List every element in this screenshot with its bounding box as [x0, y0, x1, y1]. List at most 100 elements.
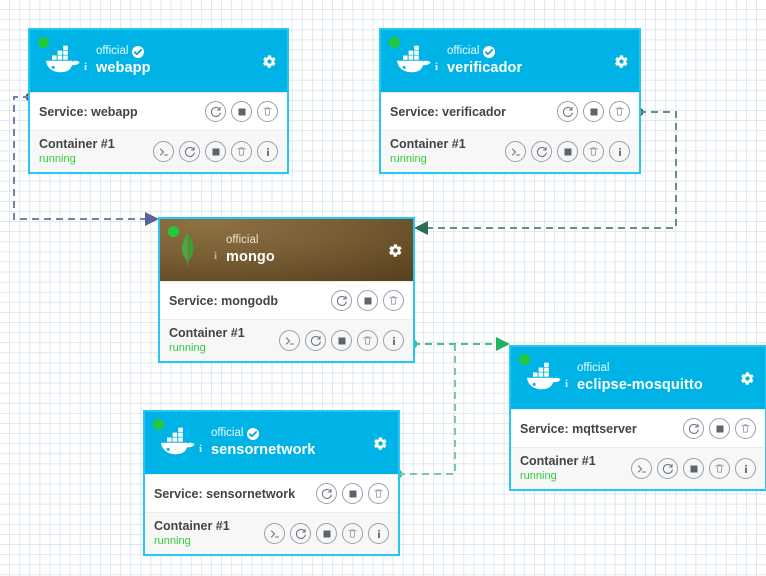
node-title: webapp [96, 59, 151, 76]
service-actions [331, 290, 404, 311]
docker-whale-icon: i [521, 361, 568, 395]
container-status: running [169, 341, 206, 354]
node-header-verificador: i official verificador [381, 30, 639, 92]
info-icon[interactable] [609, 141, 630, 162]
service-row: Service: verificador [381, 92, 639, 130]
restart-icon[interactable] [205, 101, 226, 122]
container-row: Container #1 running [30, 130, 287, 172]
stop-icon[interactable] [683, 458, 704, 479]
service-actions [683, 418, 756, 439]
restart-icon[interactable] [290, 523, 311, 544]
status-dot-icon [168, 226, 179, 237]
delete-icon[interactable] [583, 141, 604, 162]
gear-icon[interactable] [385, 240, 405, 260]
service-label: Service: mqttserver [520, 421, 637, 436]
service-actions [557, 101, 630, 122]
service-label: Service: mongodb [169, 293, 279, 308]
restart-icon[interactable] [331, 290, 352, 311]
info-icon[interactable] [735, 458, 756, 479]
delete-icon[interactable] [609, 101, 630, 122]
service-actions [316, 483, 389, 504]
restart-icon[interactable] [316, 483, 337, 504]
delete-icon[interactable] [735, 418, 756, 439]
node-eclipse-mosquitto[interactable]: i official eclipse-mosquitto Service: mq… [509, 345, 766, 491]
image-info-icon[interactable]: i [83, 61, 87, 73]
service-row: Service: mongodb [160, 281, 413, 319]
status-dot-icon [389, 37, 400, 48]
stop-icon[interactable] [331, 330, 352, 351]
stop-icon[interactable] [205, 141, 226, 162]
terminal-icon[interactable] [279, 330, 300, 351]
image-info-icon[interactable]: i [434, 61, 438, 73]
container-row: Container #1 running [511, 447, 765, 489]
node-title: verificador [447, 59, 523, 76]
stop-icon[interactable] [557, 141, 578, 162]
stop-icon[interactable] [342, 483, 363, 504]
restart-icon[interactable] [557, 101, 578, 122]
terminal-icon[interactable] [153, 141, 174, 162]
mongodb-leaf-icon: i [170, 233, 217, 267]
image-info-icon[interactable]: i [213, 250, 217, 262]
stop-icon[interactable] [316, 523, 337, 544]
container-actions [264, 523, 389, 544]
stop-icon[interactable] [709, 418, 730, 439]
stop-icon[interactable] [583, 101, 604, 122]
stop-icon[interactable] [357, 290, 378, 311]
service-label: Service: webapp [39, 104, 138, 119]
container-label: Container #1 [390, 137, 466, 152]
node-header-mongo: i official mongo [160, 219, 413, 281]
official-label: official [96, 45, 129, 58]
service-label: Service: verificador [390, 104, 507, 119]
info-icon[interactable] [368, 523, 389, 544]
node-title: sensornetwork [211, 441, 316, 458]
node-verificador[interactable]: i official verificador Service: ver [379, 28, 641, 174]
terminal-icon[interactable] [505, 141, 526, 162]
delete-icon[interactable] [342, 523, 363, 544]
gear-icon[interactable] [370, 433, 390, 453]
gear-icon[interactable] [737, 368, 757, 388]
node-webapp[interactable]: i official webapp Service: webapp [28, 28, 289, 174]
verified-badge-icon [247, 427, 260, 440]
info-icon[interactable] [383, 330, 404, 351]
restart-icon[interactable] [657, 458, 678, 479]
official-label: official [226, 234, 259, 247]
node-sensornetwork[interactable]: i official sensornetwork Service: s [143, 410, 400, 556]
gear-icon[interactable] [259, 51, 279, 71]
container-row: Container #1 running [381, 130, 639, 172]
restart-icon[interactable] [179, 141, 200, 162]
info-icon[interactable] [257, 141, 278, 162]
container-actions [631, 458, 756, 479]
node-header-eclipse-mosquitto: i official eclipse-mosquitto [511, 347, 765, 409]
gear-icon[interactable] [611, 51, 631, 71]
delete-icon[interactable] [368, 483, 389, 504]
status-dot-icon [38, 37, 49, 48]
delete-icon[interactable] [383, 290, 404, 311]
restart-icon[interactable] [531, 141, 552, 162]
restart-icon[interactable] [305, 330, 326, 351]
delete-icon[interactable] [709, 458, 730, 479]
container-row: Container #1 running [145, 512, 398, 554]
image-info-icon[interactable]: i [564, 378, 568, 390]
delete-icon[interactable] [357, 330, 378, 351]
docker-whale-icon: i [155, 426, 202, 460]
terminal-icon[interactable] [631, 458, 652, 479]
terminal-icon[interactable] [264, 523, 285, 544]
delete-icon[interactable] [257, 101, 278, 122]
container-actions [505, 141, 630, 162]
docker-whale-icon: i [40, 44, 87, 78]
official-label: official [577, 362, 610, 375]
node-mongo[interactable]: i official mongo Service: mongodb [158, 217, 415, 363]
restart-icon[interactable] [683, 418, 704, 439]
node-header-sensornetwork: i official sensornetwork [145, 412, 398, 474]
node-title: mongo [226, 248, 275, 265]
container-label: Container #1 [169, 326, 245, 341]
status-dot-icon [519, 354, 530, 365]
node-header-webapp: i official webapp [30, 30, 287, 92]
service-label: Service: sensornetwork [154, 486, 296, 501]
image-info-icon[interactable]: i [198, 443, 202, 455]
delete-icon[interactable] [231, 141, 252, 162]
service-actions [205, 101, 278, 122]
stop-icon[interactable] [231, 101, 252, 122]
official-label: official [211, 427, 244, 440]
